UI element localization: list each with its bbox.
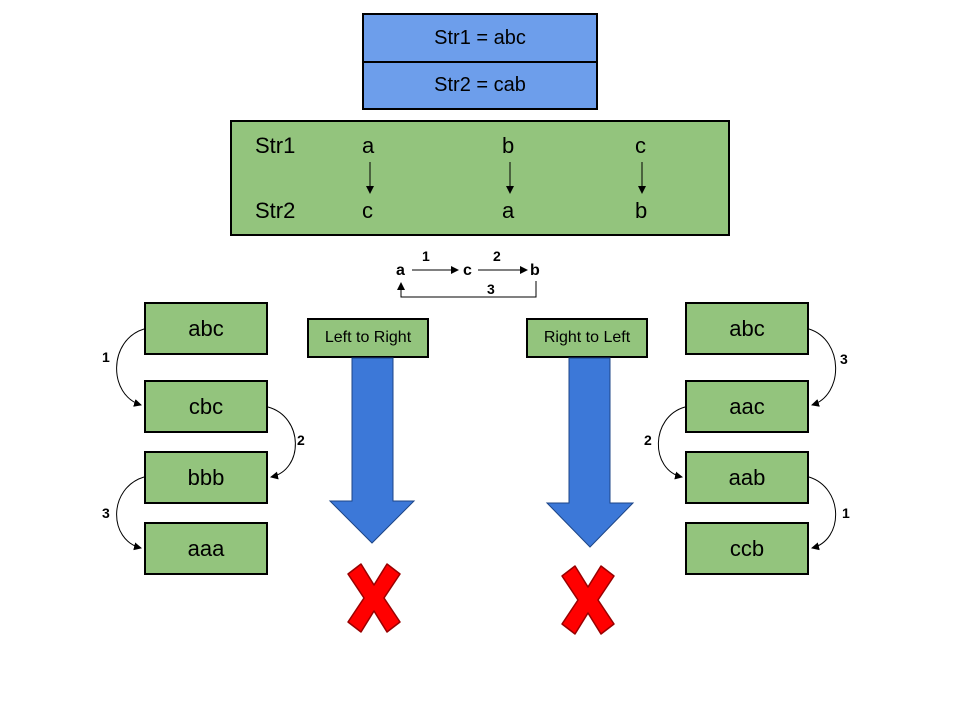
cycle-node-a: a xyxy=(396,262,405,279)
mapping-panel xyxy=(230,120,730,236)
ltr-curve-arrow-3 xyxy=(116,476,145,551)
rtl-step-text: abc xyxy=(729,315,765,341)
mapping-row2-char: b xyxy=(635,198,648,223)
mapping-row2-char: a xyxy=(502,198,515,223)
mapping-row1-char: a xyxy=(362,133,375,158)
ltr-big-down-arrow xyxy=(328,357,416,544)
cycle-node-b: b xyxy=(530,262,540,279)
str2-definition-text: Str2 = cab xyxy=(434,74,526,96)
rtl-step-text: aab xyxy=(728,464,766,490)
ltr-step-text: bbb xyxy=(187,464,225,490)
mapping-row1-char: c xyxy=(635,133,646,158)
ltr-step-box: bbb xyxy=(144,451,268,504)
ltr-step-text: abc xyxy=(188,315,224,341)
mapping-row1-label: Str1 xyxy=(255,133,296,158)
cycle-edge-label-3: 3 xyxy=(487,281,495,297)
ltr-step-text: aaa xyxy=(187,535,225,561)
ltr-step-label: 3 xyxy=(102,505,110,521)
rtl-step-text: aac xyxy=(729,393,765,419)
ltr-step-text: cbc xyxy=(188,393,224,419)
cycle-arrow-b-to-a xyxy=(397,281,537,298)
str1-definition-text: Str1 = abc xyxy=(434,26,526,49)
ltr-red-cross-icon xyxy=(347,563,401,633)
rtl-step-box: aab xyxy=(685,451,809,504)
rtl-big-down-arrow xyxy=(545,357,635,548)
str1-definition-box: Str1 = abc xyxy=(362,13,598,63)
rtl-curve-arrow-3 xyxy=(808,476,837,551)
rtl-step-box: ccb xyxy=(685,522,809,575)
rtl-step-label: 3 xyxy=(840,351,848,367)
cycle-edge-label-2: 2 xyxy=(493,248,501,264)
rtl-step-label: 1 xyxy=(842,505,850,521)
mapping-row2-char: c xyxy=(362,198,373,223)
ltr-curve-arrow-1 xyxy=(116,328,145,407)
rtl-step-label: 2 xyxy=(644,432,652,448)
ltr-direction-text: Left to Right xyxy=(324,329,412,346)
ltr-step-label: 2 xyxy=(297,432,305,448)
rtl-direction-label: Right to Left xyxy=(526,318,648,358)
rtl-curve-arrow-2 xyxy=(657,406,686,480)
str2-definition-box: Str2 = cab xyxy=(362,61,598,110)
rtl-step-box: abc xyxy=(685,302,809,355)
ltr-step-box: aaa xyxy=(144,522,268,575)
ltr-direction-label: Left to Right xyxy=(307,318,429,358)
ltr-step-box: cbc xyxy=(144,380,268,433)
cycle-node-c: c xyxy=(463,262,472,279)
mapping-row2-label: Str2 xyxy=(255,198,296,223)
rtl-curve-arrow-1 xyxy=(808,328,837,407)
cycle-edge-label-1: 1 xyxy=(422,248,430,264)
ltr-step-label: 1 xyxy=(102,349,110,365)
mapping-row1-char: b xyxy=(502,133,515,158)
ltr-step-box: abc xyxy=(144,302,268,355)
ltr-curve-arrow-2 xyxy=(267,406,296,480)
rtl-step-text: ccb xyxy=(729,535,765,561)
rtl-step-box: aac xyxy=(685,380,809,433)
rtl-direction-text: Right to Left xyxy=(543,329,631,346)
rtl-red-cross-icon xyxy=(561,565,615,635)
